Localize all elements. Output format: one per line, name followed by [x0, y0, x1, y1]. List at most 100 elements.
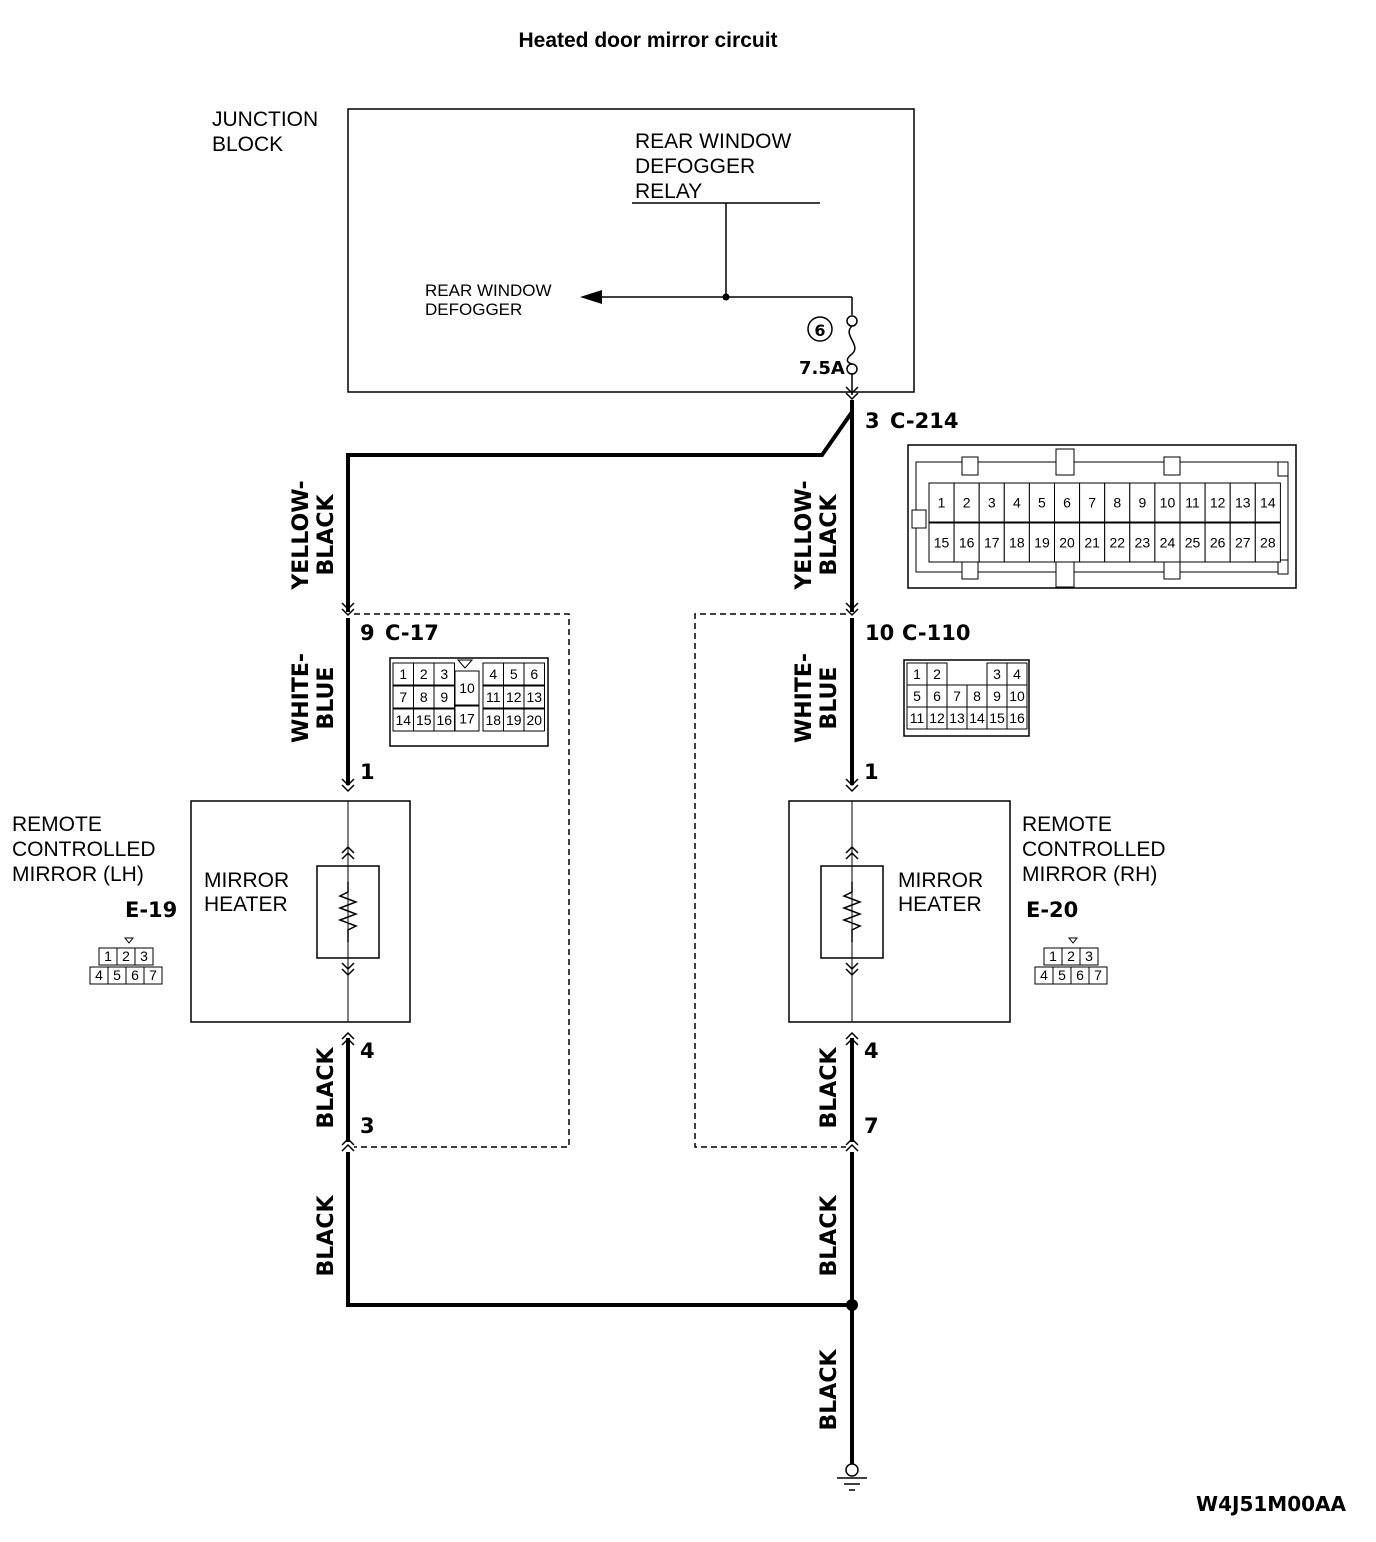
c214-pin-number: 27: [1235, 535, 1251, 551]
junction-block: JUNCTION BLOCK REAR WINDOW DEFOGGER RELA…: [212, 108, 915, 395]
relay-label-line2: DEFOGGER: [635, 155, 755, 178]
c17-pin-number: 7: [399, 689, 407, 705]
fuse-rating: 7.5A: [799, 358, 845, 379]
c17-pin-number: 9: [440, 689, 448, 705]
c214-pin-cell: [1079, 522, 1106, 563]
c110-pin-number: 4: [1013, 666, 1021, 682]
c110-pin-number: 12: [929, 710, 945, 726]
c17-pin-cell: [433, 685, 455, 709]
c110-harness-box: [694, 613, 846, 1148]
e20-pin-number: 1: [1049, 948, 1057, 964]
c17-pin-number: 19: [506, 712, 522, 728]
ground-splice-dot: [846, 1299, 858, 1311]
e20-pin-number: 2: [1067, 948, 1075, 964]
c110-pin-number: 16: [1009, 710, 1025, 726]
c214-pin-number: 25: [1185, 535, 1201, 551]
left-heater-label-line1: MIRROR: [204, 869, 289, 892]
c17-pin-cell: [454, 705, 480, 732]
left-wire1-color-line2: BLACK: [314, 494, 339, 576]
diagram-title: Heated door mirror circuit: [518, 29, 777, 52]
right-mirror-label-line3: MIRROR (RH): [1022, 863, 1157, 886]
right-wire3-color: BLACK: [817, 1047, 842, 1129]
c214-pin-cell: [1054, 522, 1081, 563]
c214-pin-cell: [1028, 482, 1056, 523]
c17-pin-cell: [523, 685, 545, 709]
c214-pin-cell: [1154, 482, 1181, 523]
e20-key-icon: [1067, 937, 1079, 944]
c17-label: C-17: [385, 621, 439, 645]
e20-pin-number: 3: [1085, 948, 1093, 964]
left-wire4-color: BLACK: [314, 1195, 339, 1277]
left-pin-bottom: 4: [360, 1039, 375, 1063]
c110-pin-number: 10: [1009, 688, 1025, 704]
c214-pin-number: 3: [988, 495, 996, 511]
c214-pin-number: 15: [934, 535, 950, 551]
fuse-terminal-top: [846, 315, 858, 327]
c214-pin-cell: [928, 482, 955, 523]
e20-pin-number: 7: [1094, 967, 1102, 983]
c214-pin-cell: [978, 482, 1005, 523]
c110-pin-number: 14: [969, 710, 985, 726]
c214-pin-number: 6: [1063, 495, 1071, 511]
relay-label-line3: RELAY: [635, 180, 702, 203]
c214-pin-number: 18: [1009, 535, 1025, 551]
c214-pin-number: 5: [1038, 495, 1046, 511]
fuse-number-circle: [807, 316, 833, 342]
c214-pin-number: 1: [938, 495, 946, 511]
ground-wire-color: BLACK: [817, 1349, 842, 1431]
c110-pin: 10: [865, 621, 894, 645]
c214-pin-number: 10: [1160, 495, 1176, 511]
c17-pin-number: 1: [399, 666, 407, 682]
c214-pin-number: 28: [1260, 535, 1276, 551]
right-heater-resistor-icon: [841, 882, 863, 942]
left-c17-return-pin: 3: [360, 1114, 375, 1138]
c214-pin-number: 14: [1260, 495, 1276, 511]
c17-harness-box: [354, 613, 570, 1148]
fuse-terminal-bottom: [846, 363, 858, 375]
c17-pin-number: 11: [486, 689, 501, 705]
right-wire2-color-line2: BLUE: [817, 667, 842, 730]
left-mirror-assembly: MIRROR HEATER REMOTE CONTROLLED MIRROR (…: [12, 800, 411, 1023]
c214-pin-number: 22: [1109, 535, 1125, 551]
right-mirror-box: [788, 800, 1011, 1023]
e19-pin-number: 1: [104, 948, 112, 964]
left-wire1-color-line1: YELLOW-: [289, 480, 314, 590]
left-wire2-color-line2: BLUE: [314, 667, 339, 730]
c17-pin-number: 3: [440, 666, 448, 682]
right-mirror-label-line2: CONTROLLED: [1022, 838, 1166, 861]
c214-pin-number: 16: [959, 535, 975, 551]
e19-pin-number: 5: [113, 967, 121, 983]
right-wire1-color-line2: BLACK: [817, 494, 842, 576]
c214-pin-number: 12: [1210, 495, 1226, 511]
c17-pin-number: 17: [459, 711, 475, 727]
c214-pin-number: 26: [1210, 535, 1226, 551]
right-heater-box: [820, 865, 884, 959]
ground-icon: [837, 1463, 867, 1491]
c110-pin-number: 9: [993, 688, 1001, 704]
e20-label: E-20: [1026, 898, 1078, 922]
left-yellow-black-wire: [346, 410, 854, 612]
right-pin-top: 1: [864, 760, 879, 784]
defogger-label-line1: REAR WINDOW: [425, 281, 552, 300]
e20-pin-number: 6: [1076, 967, 1084, 983]
c17-pin-number: 6: [530, 666, 538, 682]
c214-pin-number: 7: [1088, 495, 1096, 511]
c110-pin-cell: [1006, 706, 1028, 730]
left-mirror-box: [190, 800, 411, 1023]
c17-pin-number: 5: [510, 666, 518, 682]
c214-pin-cell: [1129, 482, 1156, 523]
c110-label: C-110: [902, 621, 970, 645]
c214-label: C-214: [890, 409, 958, 433]
c214-pin-cell: [1204, 482, 1231, 523]
c110-pin-number: 2: [933, 666, 941, 682]
left-mirror-label-line2: CONTROLLED: [12, 838, 156, 861]
c110-pin-number: 8: [973, 688, 981, 704]
c214-pin-cell: [953, 482, 980, 523]
c214-pin-number: 2: [963, 495, 971, 511]
e19-pin-number: 7: [149, 967, 157, 983]
